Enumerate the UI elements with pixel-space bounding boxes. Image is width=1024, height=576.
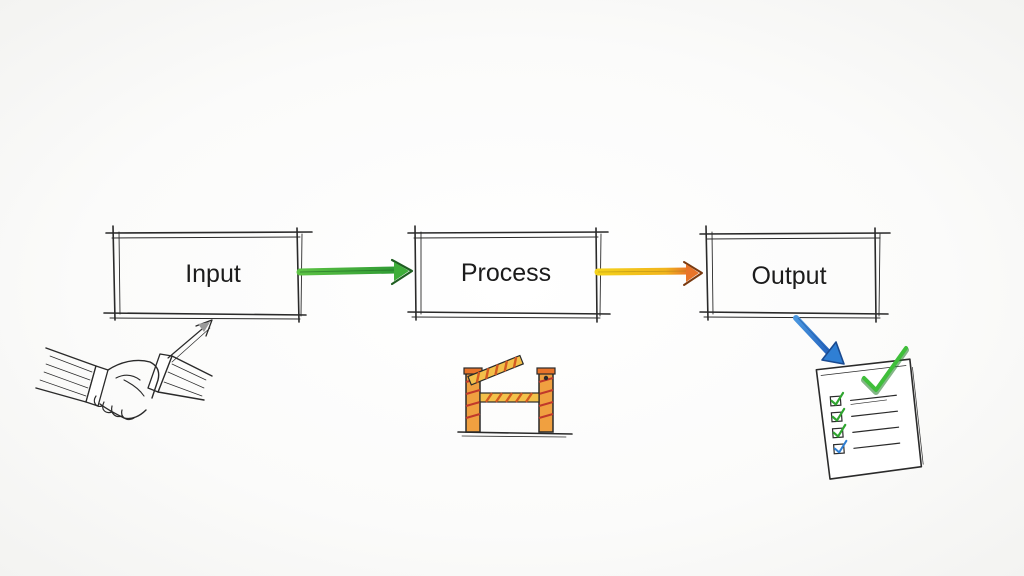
- arrow-output-to-checklist: [793, 315, 845, 365]
- input-box: Input: [103, 225, 313, 323]
- barrier-gate-icon: [457, 354, 573, 438]
- input-label: Input: [185, 260, 241, 288]
- arrow-input-to-process: [296, 258, 414, 286]
- process-label: Process: [461, 259, 551, 287]
- output-label: Output: [751, 262, 826, 290]
- arrow-process-to-output: [594, 261, 703, 286]
- output-box: Output: [699, 225, 891, 323]
- process-box: Process: [407, 225, 611, 323]
- handshake-icon: [35, 319, 213, 421]
- checklist-icon: [815, 346, 924, 480]
